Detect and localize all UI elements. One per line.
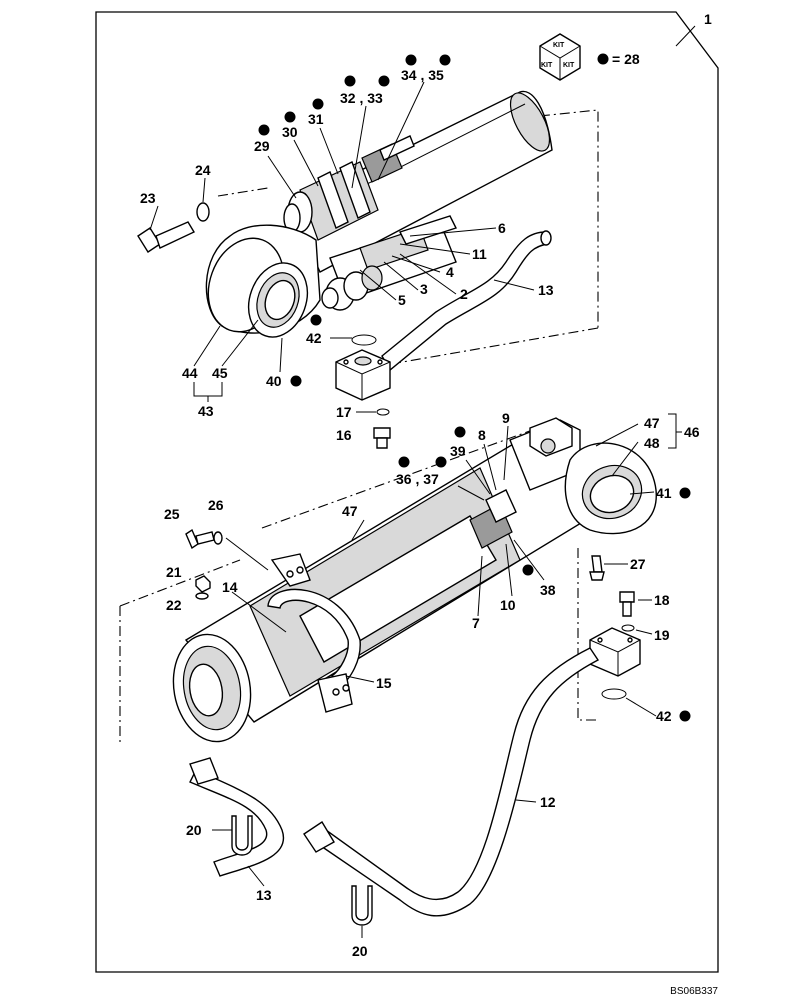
o-ring-17 [376, 408, 390, 416]
bolt-23 [137, 221, 195, 253]
callout-21: 21 [166, 564, 182, 580]
callout-22: 22 [166, 597, 182, 613]
callout-30: 30 [282, 124, 298, 140]
callout-20-lower: 20 [352, 943, 368, 959]
leader-lines [149, 81, 682, 938]
grease-fitting-27 [589, 555, 605, 581]
nut-21 [195, 575, 211, 593]
callout-12: 12 [540, 794, 556, 810]
callout-31: 31 [308, 111, 324, 127]
callout-39: 39 [450, 443, 466, 459]
callout-13-lower: 13 [256, 887, 272, 903]
callout-17: 17 [336, 404, 352, 420]
diagram-frame [95, 11, 719, 973]
piston-assembly [321, 215, 457, 311]
flange-block-lower [589, 627, 641, 677]
bolt-16 [373, 427, 391, 449]
callout-labels: 23 24 29 30 31 32 , 33 34 , 35 6 11 4 3 … [140, 67, 700, 959]
callout-41: 41 [656, 485, 672, 501]
washer-22 [195, 592, 209, 600]
rod-eye [205, 224, 321, 338]
callout-25: 25 [164, 506, 180, 522]
kit-cube-icon: KIT KIT KIT [539, 33, 581, 81]
callout-47-left: 47 [342, 503, 358, 519]
bolt-25 [185, 528, 215, 550]
clamp-band [267, 553, 361, 713]
svg-text:KIT: KIT [553, 42, 565, 49]
o-ring-42-lower [601, 688, 627, 700]
callout-26: 26 [208, 497, 224, 513]
callout-47-right: 47 [644, 415, 660, 431]
u-bolt-20-lower [351, 885, 373, 926]
kit-dot-icon [597, 53, 609, 65]
washer-24 [196, 202, 210, 222]
callout-42-lower: 42 [656, 708, 672, 724]
callout-24: 24 [195, 162, 211, 178]
cylinder-base [509, 417, 657, 535]
callout-40: 40 [266, 373, 282, 389]
callout-27: 27 [630, 556, 646, 572]
callout-7: 7 [472, 615, 480, 631]
callout-11: 11 [472, 246, 487, 262]
kit-equals: = 28 [612, 51, 640, 67]
washer-19 [621, 624, 635, 632]
svg-text:KIT: KIT [541, 62, 553, 69]
callout-15: 15 [376, 675, 392, 691]
callout-14: 14 [222, 579, 238, 595]
bolt-18 [619, 591, 635, 617]
callout-18: 18 [654, 592, 670, 608]
flange-block-upper [335, 349, 391, 401]
callout-6: 6 [498, 220, 506, 236]
callout-10: 10 [500, 597, 516, 613]
callout-3: 3 [420, 281, 428, 297]
callout-44: 44 [182, 365, 198, 381]
washer-26 [213, 531, 223, 545]
callout-5: 5 [398, 292, 406, 308]
callout-20-left: 20 [186, 822, 202, 838]
callout-36-37: 36 , 37 [396, 471, 439, 487]
callout-29: 29 [254, 138, 270, 154]
callout-34-35: 34 , 35 [401, 67, 444, 83]
callout-4: 4 [446, 264, 454, 280]
tube-13-lower [189, 757, 285, 877]
callout-19: 19 [654, 627, 670, 643]
callout-16: 16 [336, 427, 352, 443]
svg-text:KIT: KIT [563, 62, 575, 69]
callout-9: 9 [502, 410, 510, 426]
u-bolt-20-left [231, 815, 253, 856]
callout-48: 48 [644, 435, 660, 451]
assembly-number: 1 [704, 11, 712, 27]
callout-8: 8 [478, 427, 486, 443]
callout-46: 46 [684, 424, 700, 440]
callout-45: 45 [212, 365, 228, 381]
callout-42-upper: 42 [306, 330, 322, 346]
callout-32-33: 32 , 33 [340, 90, 383, 106]
callout-23: 23 [140, 190, 156, 206]
drawing-code: BS06B337 [670, 986, 718, 997]
callout-2: 2 [460, 286, 468, 302]
gland-seals [283, 135, 415, 241]
tube-12 [303, 647, 600, 917]
callout-13-upper: 13 [538, 282, 554, 298]
kit-markers [258, 54, 691, 722]
callout-43: 43 [198, 403, 214, 419]
o-ring-42-upper [351, 334, 377, 346]
callout-38: 38 [540, 582, 556, 598]
tube-13-upper [381, 230, 552, 372]
